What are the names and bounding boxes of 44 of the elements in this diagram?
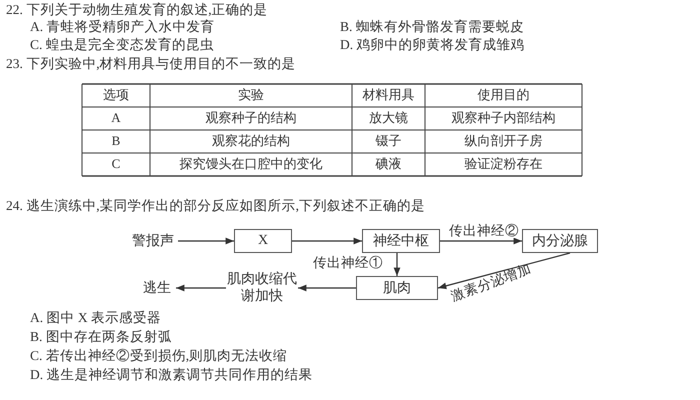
process-box: 肌肉 bbox=[356, 276, 438, 300]
arrow bbox=[440, 238, 522, 244]
response-text: 肌肉收缩代谢加快 bbox=[226, 270, 298, 306]
process-box: 内分泌腺 bbox=[522, 229, 598, 253]
option-text: A. 图中 X 表示感受器 bbox=[30, 310, 161, 326]
table-cell-text: 探究馒头在口腔中的变化 bbox=[178, 155, 324, 173]
option-text: C. 蝗虫是完全变态发育的昆虫 bbox=[30, 37, 214, 53]
arrow bbox=[394, 253, 400, 276]
table-cell-text: 验证淀粉存在 bbox=[464, 155, 544, 173]
option-text: B. 图中存在两条反射弧 bbox=[30, 329, 172, 345]
edge-label: 激素分泌增加 bbox=[448, 260, 534, 304]
table-cell-text: 纵向剖开子房 bbox=[464, 132, 544, 150]
result-text: 逃生 bbox=[138, 278, 176, 298]
option-text: A. 青蛙将受精卵产入水中发育 bbox=[30, 19, 214, 35]
table-cell-text: 碘液 bbox=[374, 155, 402, 173]
edge-label: 传出神经① bbox=[312, 255, 384, 270]
table-cell-text: 镊子 bbox=[374, 132, 402, 150]
column-header: 实验 bbox=[237, 86, 265, 104]
question-text: 22. 下列关于动物生殖发育的叙述,正确的是 bbox=[6, 2, 268, 18]
arrow bbox=[176, 284, 226, 292]
arrow bbox=[292, 238, 362, 244]
table-cell-text: C bbox=[110, 155, 122, 173]
column-header: 选项 bbox=[102, 86, 130, 104]
arrow bbox=[178, 238, 234, 244]
column-header: 材料用具 bbox=[362, 86, 416, 104]
process-box: X bbox=[234, 229, 292, 253]
arrow bbox=[298, 284, 356, 292]
edge-label: 传出神经② bbox=[448, 223, 520, 238]
table-cell-text: 观察花的结构 bbox=[211, 132, 291, 150]
table-cell-text: 观察种子内部结构 bbox=[450, 109, 556, 127]
option-text: B. 蜘蛛有外骨骼发育需要蜕皮 bbox=[340, 19, 524, 35]
table-cell-text: B bbox=[110, 132, 122, 150]
stimulus-text: 警报声 bbox=[128, 230, 178, 252]
option-text: C. 若传出神经②受到损伤,则肌肉无法收缩 bbox=[30, 348, 288, 364]
option-text: D. 逃生是神经调节和激素调节共同作用的结果 bbox=[30, 367, 312, 383]
table-cell-text: 观察种子的结构 bbox=[204, 109, 298, 127]
arrow bbox=[438, 252, 570, 290]
column-header: 使用目的 bbox=[476, 86, 530, 104]
process-box: 神经中枢 bbox=[362, 229, 440, 253]
question-text: 24. 逃生演练中,某同学作出的部分反应如图所示,下列叙述不正确的是 bbox=[6, 198, 425, 214]
table-cell-text: A bbox=[110, 109, 122, 127]
option-text: D. 鸡卵中的卵黄将发育成雏鸡 bbox=[340, 37, 524, 53]
table-cell-text: 放大镜 bbox=[368, 109, 409, 127]
question-text: 23. 下列实验中,材料用具与使用目的不一致的是 bbox=[6, 56, 296, 72]
